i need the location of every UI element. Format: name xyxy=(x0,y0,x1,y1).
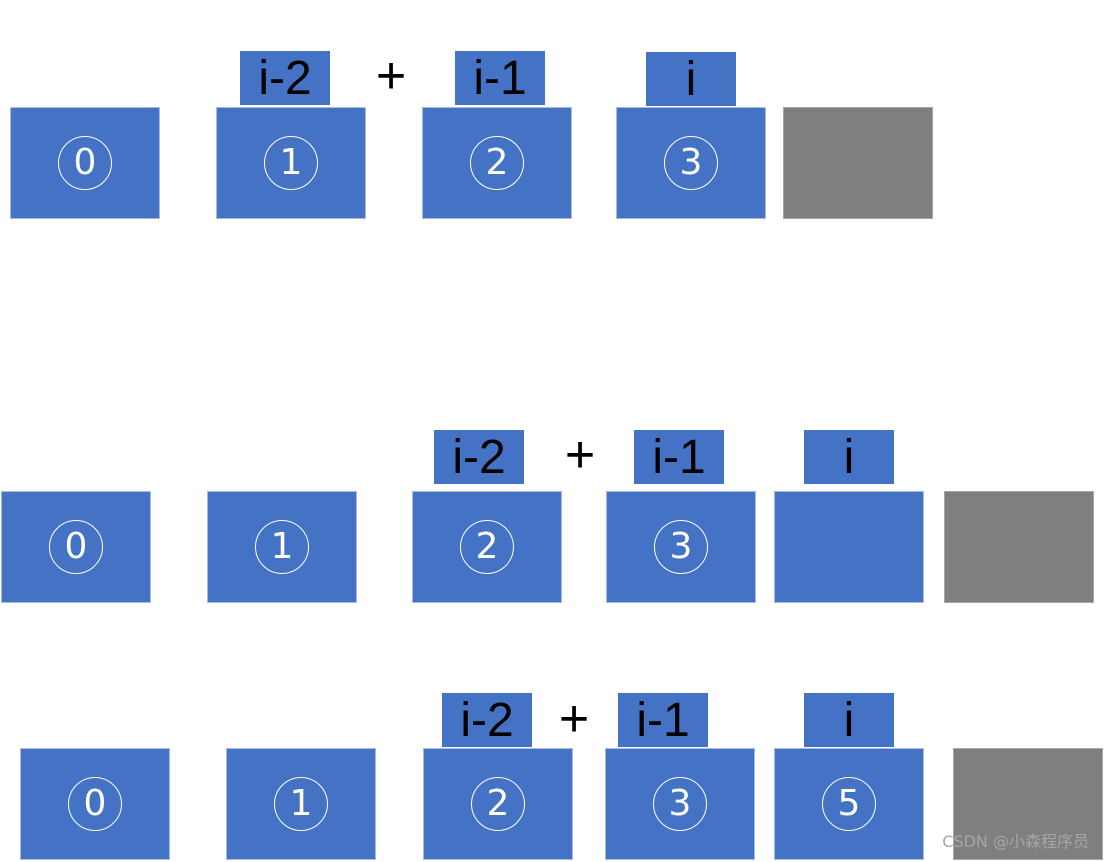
cell-value: 2 xyxy=(471,777,525,831)
cell-current-empty xyxy=(774,491,924,603)
cell-value: 1 xyxy=(274,777,328,831)
cell-value: 3 xyxy=(653,777,707,831)
cell-empty-gray xyxy=(953,748,1103,860)
cell-1: 1 xyxy=(207,491,357,603)
cell-value: 1 xyxy=(255,520,309,574)
cell-3: 3 xyxy=(606,491,756,603)
plus-sign: + xyxy=(564,426,596,484)
tag-i: i xyxy=(804,693,894,747)
cell-empty-gray xyxy=(783,107,933,219)
tag-i: i xyxy=(646,52,736,106)
tag-i-minus-1: i-1 xyxy=(455,51,545,105)
cell-1: 1 xyxy=(216,107,366,219)
cell-2: 2 xyxy=(422,107,572,219)
cell-0: 0 xyxy=(1,491,151,603)
cell-value: 1 xyxy=(264,136,318,190)
plus-sign: + xyxy=(558,690,590,748)
tag-i-minus-2: i-2 xyxy=(434,430,524,484)
cell-value: 3 xyxy=(664,136,718,190)
cell-0: 0 xyxy=(20,748,170,860)
cell-2: 2 xyxy=(412,491,562,603)
plus-sign: + xyxy=(375,47,407,105)
watermark: CSDN @小森程序员 xyxy=(942,832,1089,851)
cell-empty-gray xyxy=(944,491,1094,603)
tag-i-minus-1: i-1 xyxy=(618,693,708,747)
cell-1: 1 xyxy=(226,748,376,860)
cell-2: 2 xyxy=(423,748,573,860)
cell-value: 0 xyxy=(58,136,112,190)
cell-value: 3 xyxy=(654,520,708,574)
cell-value: 0 xyxy=(49,520,103,574)
cell-4: 5 xyxy=(774,748,924,860)
tag-i: i xyxy=(804,430,894,484)
cell-0: 0 xyxy=(10,107,160,219)
cell-3: 3 xyxy=(605,748,755,860)
tag-i-minus-2: i-2 xyxy=(442,693,532,747)
cell-3: 3 xyxy=(616,107,766,219)
cell-value: 2 xyxy=(470,136,524,190)
cell-value: 0 xyxy=(68,777,122,831)
cell-value: 2 xyxy=(460,520,514,574)
tag-i-minus-1: i-1 xyxy=(634,430,724,484)
tag-i-minus-2: i-2 xyxy=(240,51,330,105)
cell-value: 5 xyxy=(822,777,876,831)
